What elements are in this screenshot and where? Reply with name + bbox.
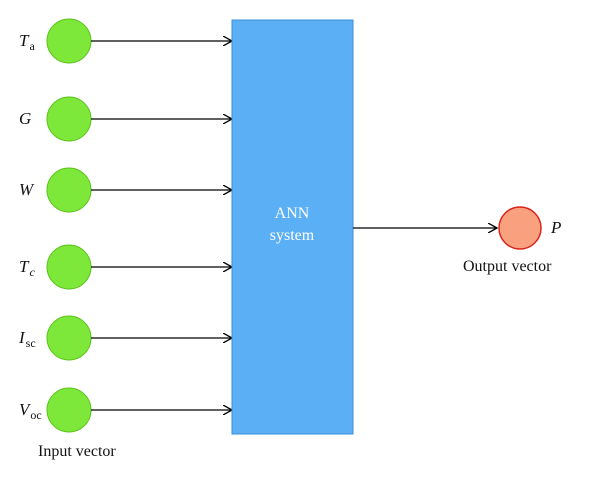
ann-system-label-line1: ANN <box>275 205 310 222</box>
output-node <box>498 206 542 250</box>
input-variable-label: G <box>19 109 31 128</box>
input-row: W <box>19 167 232 213</box>
input-row: Tc <box>19 244 232 290</box>
input-variable-symbol: V <box>19 400 32 419</box>
input-variable-symbol: T <box>19 31 30 50</box>
input-variable-subscript: c <box>29 265 35 279</box>
input-vector-caption: Input vector <box>38 443 116 460</box>
input-node <box>46 96 92 142</box>
input-variable-label: Tc <box>19 257 35 279</box>
ann-system-box <box>231 19 354 435</box>
input-variable-symbol: W <box>19 180 35 199</box>
input-variable-subscript: sc <box>26 336 36 350</box>
input-row: Isc <box>18 315 232 361</box>
input-row: Voc <box>19 387 232 433</box>
input-row: Ta <box>19 18 232 64</box>
input-variable-subscript: oc <box>30 408 41 422</box>
input-node <box>46 18 92 64</box>
input-variable-symbol: G <box>19 109 31 128</box>
input-row: G <box>19 96 232 142</box>
ann-system-label-line2: system <box>270 227 315 244</box>
input-node <box>46 167 92 213</box>
output-vector-caption: Output vector <box>463 258 552 275</box>
input-variable-label: Isc <box>18 328 36 350</box>
input-node <box>46 315 92 361</box>
input-node <box>46 387 92 433</box>
input-variable-label: W <box>19 180 35 199</box>
output-variable-label: P <box>550 218 561 237</box>
input-variable-label: Voc <box>19 400 42 422</box>
input-variable-label: Ta <box>19 31 35 53</box>
input-variable-symbol: T <box>19 257 30 276</box>
input-variable-subscript: a <box>29 39 35 53</box>
input-node <box>46 244 92 290</box>
input-variable-symbol: I <box>18 328 26 347</box>
